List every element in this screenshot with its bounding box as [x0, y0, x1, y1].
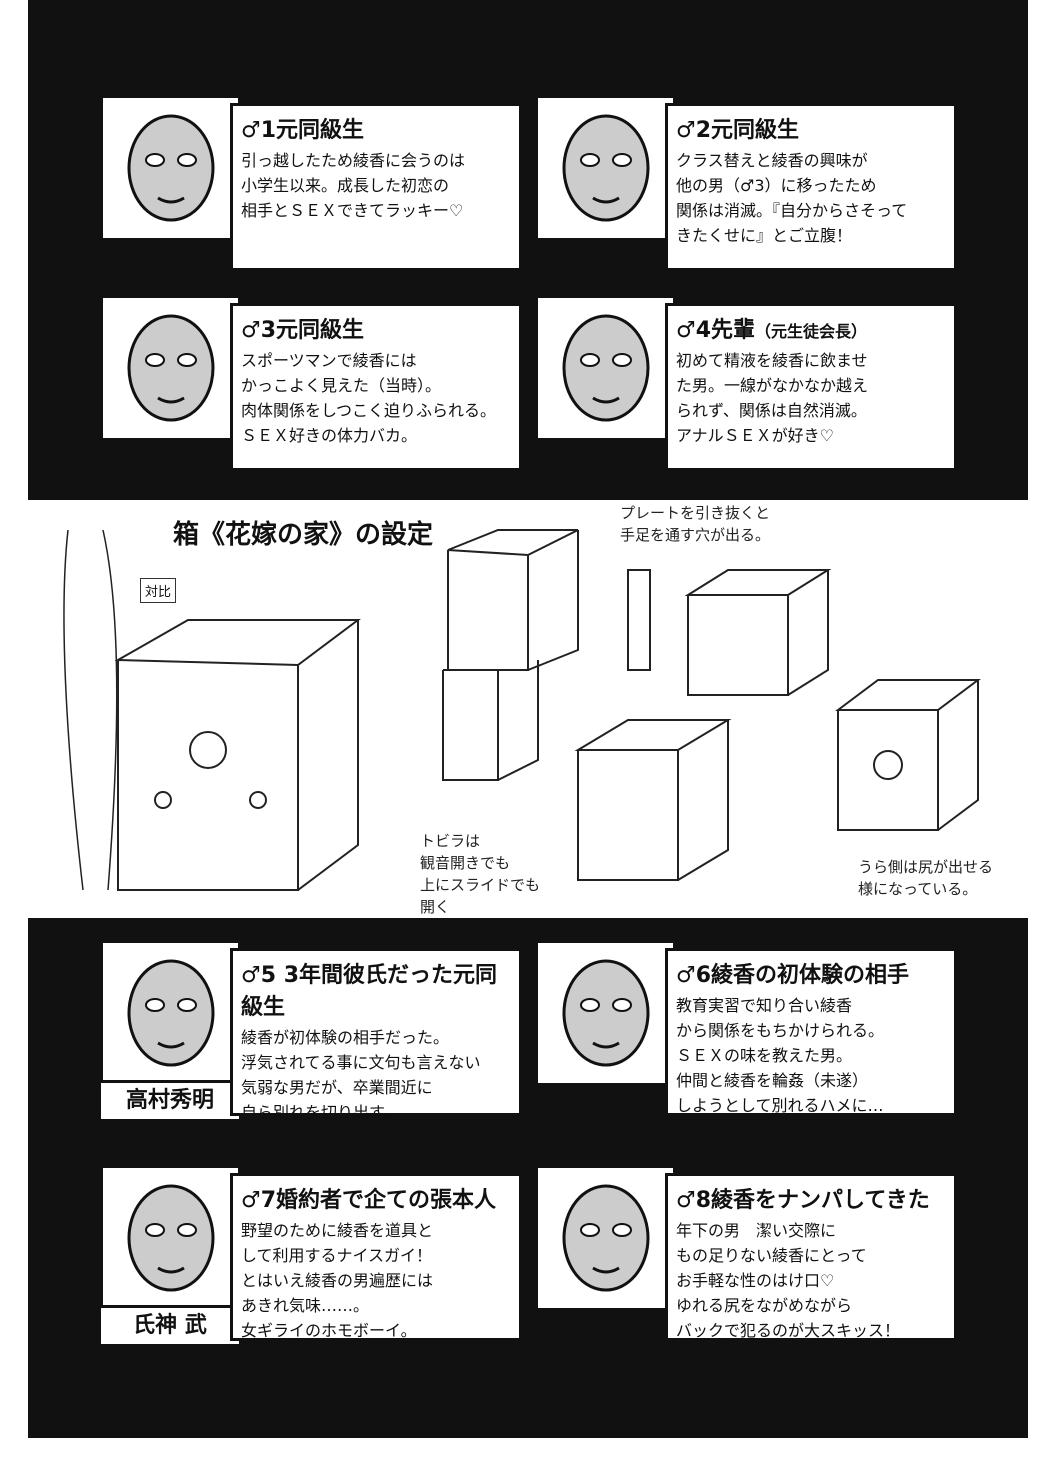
description-line: グループのリーダー的存在。: [241, 1128, 449, 1147]
character-title: ♂8綾香をナンパしてきた: [676, 1182, 946, 1214]
character-panel-8: ♂8綾香をナンパしてきた年下の男 潔い交際にもの足りない綾香にとってお手軽な性の…: [535, 1165, 957, 1345]
character-description: ♂7婚約者で企ての張本人野望のために綾香を道具として利用するナイスガイ！ とはいえ…: [230, 1173, 522, 1341]
description-line: して利用するナイスガイ！: [241, 1246, 433, 1265]
description-line: 小学生以来。成長した初恋の: [241, 176, 450, 195]
character-portrait: [535, 940, 676, 1086]
character-subtitle: （元生徒会長）: [755, 322, 868, 341]
description-line: とはいえ綾香の男遍歴には: [241, 1271, 434, 1290]
note-plate: プレートを引き抜くと 手足を通す穴が出る。: [620, 504, 771, 544]
character-panel-7: 氏神 武♂7婚約者で企ての張本人野望のために綾香を道具として利用するナイスガイ！…: [98, 1165, 522, 1347]
character-title: ♂6綾香の初体験の相手: [676, 957, 946, 989]
note-door: トビラは 観音開きでも 上にスライドでも 開く: [420, 832, 541, 916]
character-title: ♂3元同級生: [241, 312, 511, 344]
character-panel-3: ♂3元同級生スポーツマンで綾香にはかっこよく見えた（当時）。肉体関係をしつこく迫…: [100, 295, 522, 475]
character-description: ♂4先輩（元生徒会長） 初めて精液を綾香に飲ませた男。一線がなかなか越えられず、関…: [665, 303, 957, 471]
description-line: もの足りない綾香にとって: [676, 1246, 867, 1265]
description-line: から関係をもちかけられる。: [676, 1021, 885, 1040]
description-line: 関係は消滅。『自分からさそって: [676, 201, 908, 220]
character-portrait: [100, 940, 241, 1086]
character-portrait: [535, 95, 676, 241]
box-sketch-area: 箱《花嫁の家》の設定 対比 プレートを引き抜くと 手足を通す穴が出る。 トビラは…: [28, 500, 1028, 918]
description-line: 仲間と綾香を輪姦（未遂）: [676, 1071, 869, 1090]
description-line: 教育実習で知り合い綾香: [676, 996, 853, 1015]
character-panel-2: ♂2元同級生クラス替えと綾香の興味が他の男（♂3）に移ったため関係は消滅。『自分…: [535, 95, 957, 275]
description-line: お手軽な性のはけ口♡: [676, 1271, 835, 1290]
note-back: うら側は尻が出せる 様になっている。: [858, 858, 994, 898]
description-line: スポーツマンで綾香には: [241, 351, 417, 370]
description-line: クラス替えと綾香の興味が: [676, 151, 868, 170]
title-text: ♂7婚約者で企ての張本人: [241, 1188, 497, 1213]
description-line: 自ら別れを切り出す。: [241, 1103, 400, 1122]
title-text: ♂8綾香をナンパしてきた: [676, 1188, 930, 1213]
description-line: あきれ気味……。: [241, 1296, 370, 1315]
title-text: ♂4先輩: [676, 318, 756, 343]
sketch-title: 箱《花嫁の家》の設定: [173, 520, 434, 550]
description-line: バックで犯るのが大スキッス！: [676, 1321, 901, 1340]
character-description: ♂6綾香の初体験の相手教育実習で知り合い綾香から関係をもちかけられる。 ＳＥＸの味…: [665, 948, 957, 1116]
character-panel-4: ♂4先輩（元生徒会長） 初めて精液を綾香に飲ませた男。一線がなかなか越えられず、関…: [535, 295, 957, 475]
character-portrait: [535, 295, 676, 441]
character-title: ♂2元同級生: [676, 112, 946, 144]
scale-label: 対比: [140, 578, 177, 603]
title-text: ♂6綾香の初体験の相手: [676, 963, 910, 988]
description-line: 気弱な男だが、卒業間近に: [241, 1078, 433, 1097]
character-portrait: [100, 95, 241, 241]
title-text: ♂1元同級生: [241, 118, 365, 143]
character-portrait: [100, 295, 241, 441]
description-line: 初めて精液を綾香に飲ませ: [676, 351, 868, 370]
description-line: しようとして別れるハメに…: [676, 1096, 884, 1115]
character-title: ♂4先輩（元生徒会長）: [676, 312, 946, 344]
description-line: きたくせに』とご立腹！: [676, 226, 853, 245]
description-line: 浮気されてる事に文句も言えない: [241, 1053, 481, 1072]
character-description: ♂5 3年間彼氏だった元同級生綾香が初体験の相手だった。浮気されてる事に文句も言…: [230, 948, 522, 1147]
character-panel-1: ♂1元同級生引っ越したため綾香に会うのは小学生以来。成長した初恋の相手とＳＥＸで…: [100, 95, 522, 275]
description-line: 肉体関係をしつこく迫りふられる。: [241, 401, 497, 420]
description-line: た男。一線がなかなか越え: [676, 376, 869, 395]
description-line: 年下の男 潔い交際に: [676, 1221, 837, 1240]
character-title: ♂1元同級生: [241, 112, 511, 144]
character-portrait: [535, 1165, 676, 1311]
character-name: 高村秀明: [98, 1080, 242, 1122]
description-line: 野望のために綾香を道具と: [241, 1221, 434, 1240]
description-line: 女ギライのホモボーイ。: [241, 1321, 417, 1340]
description-line: ゆれる尻をながめながら: [676, 1296, 853, 1315]
description-line: 他の男（♂3）に移ったため: [676, 176, 877, 195]
description-line: アナルＳＥＸが好き♡: [676, 426, 835, 445]
title-text: ♂2元同級生: [676, 118, 800, 143]
title-text: ♂5 3年間彼氏だった元同級生: [241, 963, 497, 1020]
description-line: 相手とＳＥＸできてラッキー♡: [241, 201, 464, 220]
description-line: ＳＥＸ好きの体力バカ。: [241, 426, 418, 445]
title-text: ♂3元同級生: [241, 318, 365, 343]
box-sketch-drawing: [63, 529, 981, 891]
character-portrait: [100, 1165, 241, 1311]
character-panel-6: ♂6綾香の初体験の相手教育実習で知り合い綾香から関係をもちかけられる。 ＳＥＸの味…: [535, 940, 957, 1120]
description-line: られず、関係は自然消滅。: [676, 401, 867, 420]
character-title: ♂5 3年間彼氏だった元同級生: [241, 957, 511, 1021]
description-line: ＳＥＸの味を教えた男。: [676, 1046, 853, 1065]
character-description: ♂8綾香をナンパしてきた年下の男 潔い交際にもの足りない綾香にとってお手軽な性の…: [665, 1173, 957, 1341]
character-description: ♂1元同級生引っ越したため綾香に会うのは小学生以来。成長した初恋の相手とＳＥＸで…: [230, 103, 522, 271]
character-title: ♂7婚約者で企ての張本人: [241, 1182, 511, 1214]
character-name: 氏神 武: [98, 1305, 242, 1347]
description-line: 綾香が初体験の相手だった。: [241, 1028, 450, 1047]
character-description: ♂2元同級生クラス替えと綾香の興味が他の男（♂3）に移ったため関係は消滅。『自分…: [665, 103, 957, 271]
description-line: かっこよく見えた（当時）。: [241, 376, 442, 395]
description-line: 引っ越したため綾香に会うのは: [241, 151, 466, 170]
character-panel-5: 高村秀明♂5 3年間彼氏だった元同級生綾香が初体験の相手だった。浮気されてる事に…: [98, 940, 522, 1147]
character-description: ♂3元同級生スポーツマンで綾香にはかっこよく見えた（当時）。肉体関係をしつこく迫…: [230, 303, 522, 471]
